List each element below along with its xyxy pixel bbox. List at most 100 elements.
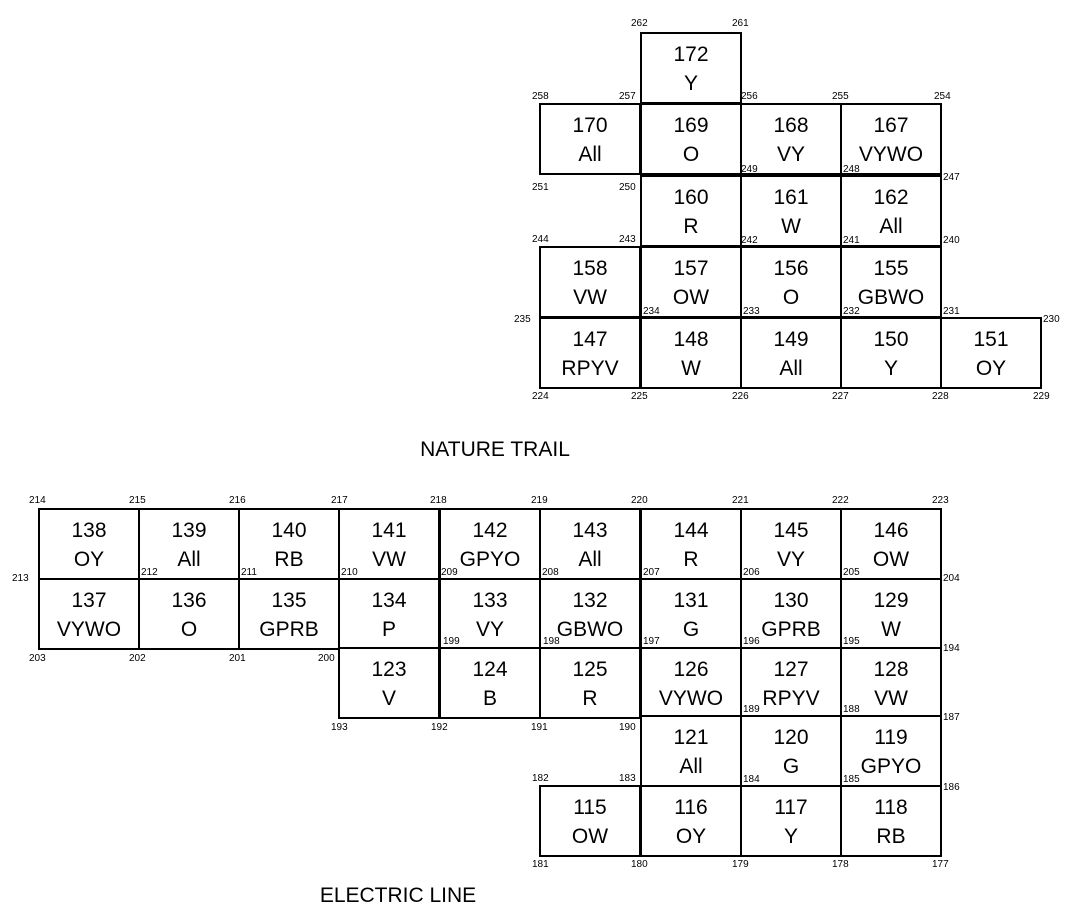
cell-number: 128 <box>873 658 908 681</box>
cell-border <box>840 715 942 787</box>
corner-number-255: 255 <box>832 91 849 102</box>
corner-number-178: 178 <box>832 859 849 870</box>
corner-number-196: 196 <box>743 636 760 647</box>
corner-number-242: 242 <box>741 235 758 246</box>
cell-code: RB <box>274 548 303 571</box>
cell-border <box>840 103 942 175</box>
cell-border <box>640 175 742 247</box>
cell-code: OY <box>74 548 104 571</box>
corner-number-203: 203 <box>29 653 46 664</box>
corner-number-204: 204 <box>943 573 960 584</box>
cell-code: VY <box>476 618 504 641</box>
corner-number-189: 189 <box>743 704 760 715</box>
cell-code: VW <box>372 548 406 571</box>
cell-number: 138 <box>71 519 106 542</box>
cell-number: 148 <box>673 328 708 351</box>
cell-border <box>740 103 842 175</box>
cell-border <box>640 32 742 104</box>
cell-border <box>640 103 742 175</box>
cell-code: R <box>683 548 698 571</box>
cell-border <box>539 647 641 719</box>
cell-code: GPRB <box>259 618 319 641</box>
corner-number-207: 207 <box>643 567 660 578</box>
corner-number-221: 221 <box>732 495 749 506</box>
cell-code: VYWO <box>659 687 723 710</box>
cell-code: GPYO <box>460 548 521 571</box>
cell-number: 170 <box>572 114 607 137</box>
corner-number-222: 222 <box>832 495 849 506</box>
cell-code: VYWO <box>57 618 121 641</box>
cell-border <box>640 508 742 580</box>
cell-code: OW <box>673 286 709 309</box>
cell-code: All <box>679 755 702 778</box>
corner-number-234: 234 <box>643 306 660 317</box>
cell-border <box>940 317 1042 389</box>
corner-number-229: 229 <box>1033 391 1050 402</box>
corner-number-211: 211 <box>241 567 257 578</box>
cell-code: All <box>779 357 802 380</box>
cell-border <box>840 785 942 857</box>
corner-number-227: 227 <box>832 391 849 402</box>
cell-number: 121 <box>673 726 708 749</box>
corner-number-247: 247 <box>943 172 960 183</box>
cell-code: All <box>578 548 601 571</box>
cell-code: GBWO <box>557 618 624 641</box>
cell-code: RPYV <box>762 687 819 710</box>
corner-number-194: 194 <box>943 643 960 654</box>
cell-number: 136 <box>171 589 206 612</box>
cell-number: 147 <box>572 328 607 351</box>
corner-number-188: 188 <box>843 704 860 715</box>
corner-number-241: 241 <box>843 235 860 246</box>
cell-border <box>439 647 541 719</box>
corner-number-248: 248 <box>843 164 860 175</box>
corner-number-210: 210 <box>341 567 358 578</box>
cell-border <box>338 508 440 580</box>
cell-border <box>640 578 742 650</box>
corner-number-216: 216 <box>229 495 246 506</box>
cell-border <box>338 647 440 719</box>
cell-code: All <box>578 143 601 166</box>
corner-number-214: 214 <box>29 495 46 506</box>
cell-code: Y <box>684 72 698 95</box>
cell-code: R <box>582 687 597 710</box>
cell-number: 123 <box>371 658 406 681</box>
corner-number-219: 219 <box>531 495 548 506</box>
cell-number: 134 <box>371 589 406 612</box>
cell-number: 160 <box>673 186 708 209</box>
corner-number-217: 217 <box>331 495 348 506</box>
cell-number: 168 <box>773 114 808 137</box>
corner-number-235: 235 <box>514 314 531 325</box>
cell-code: G <box>683 618 699 641</box>
corner-number-183: 183 <box>619 773 636 784</box>
cell-border <box>539 785 641 857</box>
cell-number: 133 <box>472 589 507 612</box>
corner-number-258: 258 <box>532 91 549 102</box>
cell-border <box>840 175 942 247</box>
corner-number-205: 205 <box>843 567 860 578</box>
corner-number-256: 256 <box>741 91 758 102</box>
cell-number: 143 <box>572 519 607 542</box>
corner-number-257: 257 <box>619 91 636 102</box>
cell-border <box>539 578 641 650</box>
corner-number-232: 232 <box>843 306 860 317</box>
cell-number: 140 <box>271 519 306 542</box>
corner-number-191: 191 <box>531 722 548 733</box>
